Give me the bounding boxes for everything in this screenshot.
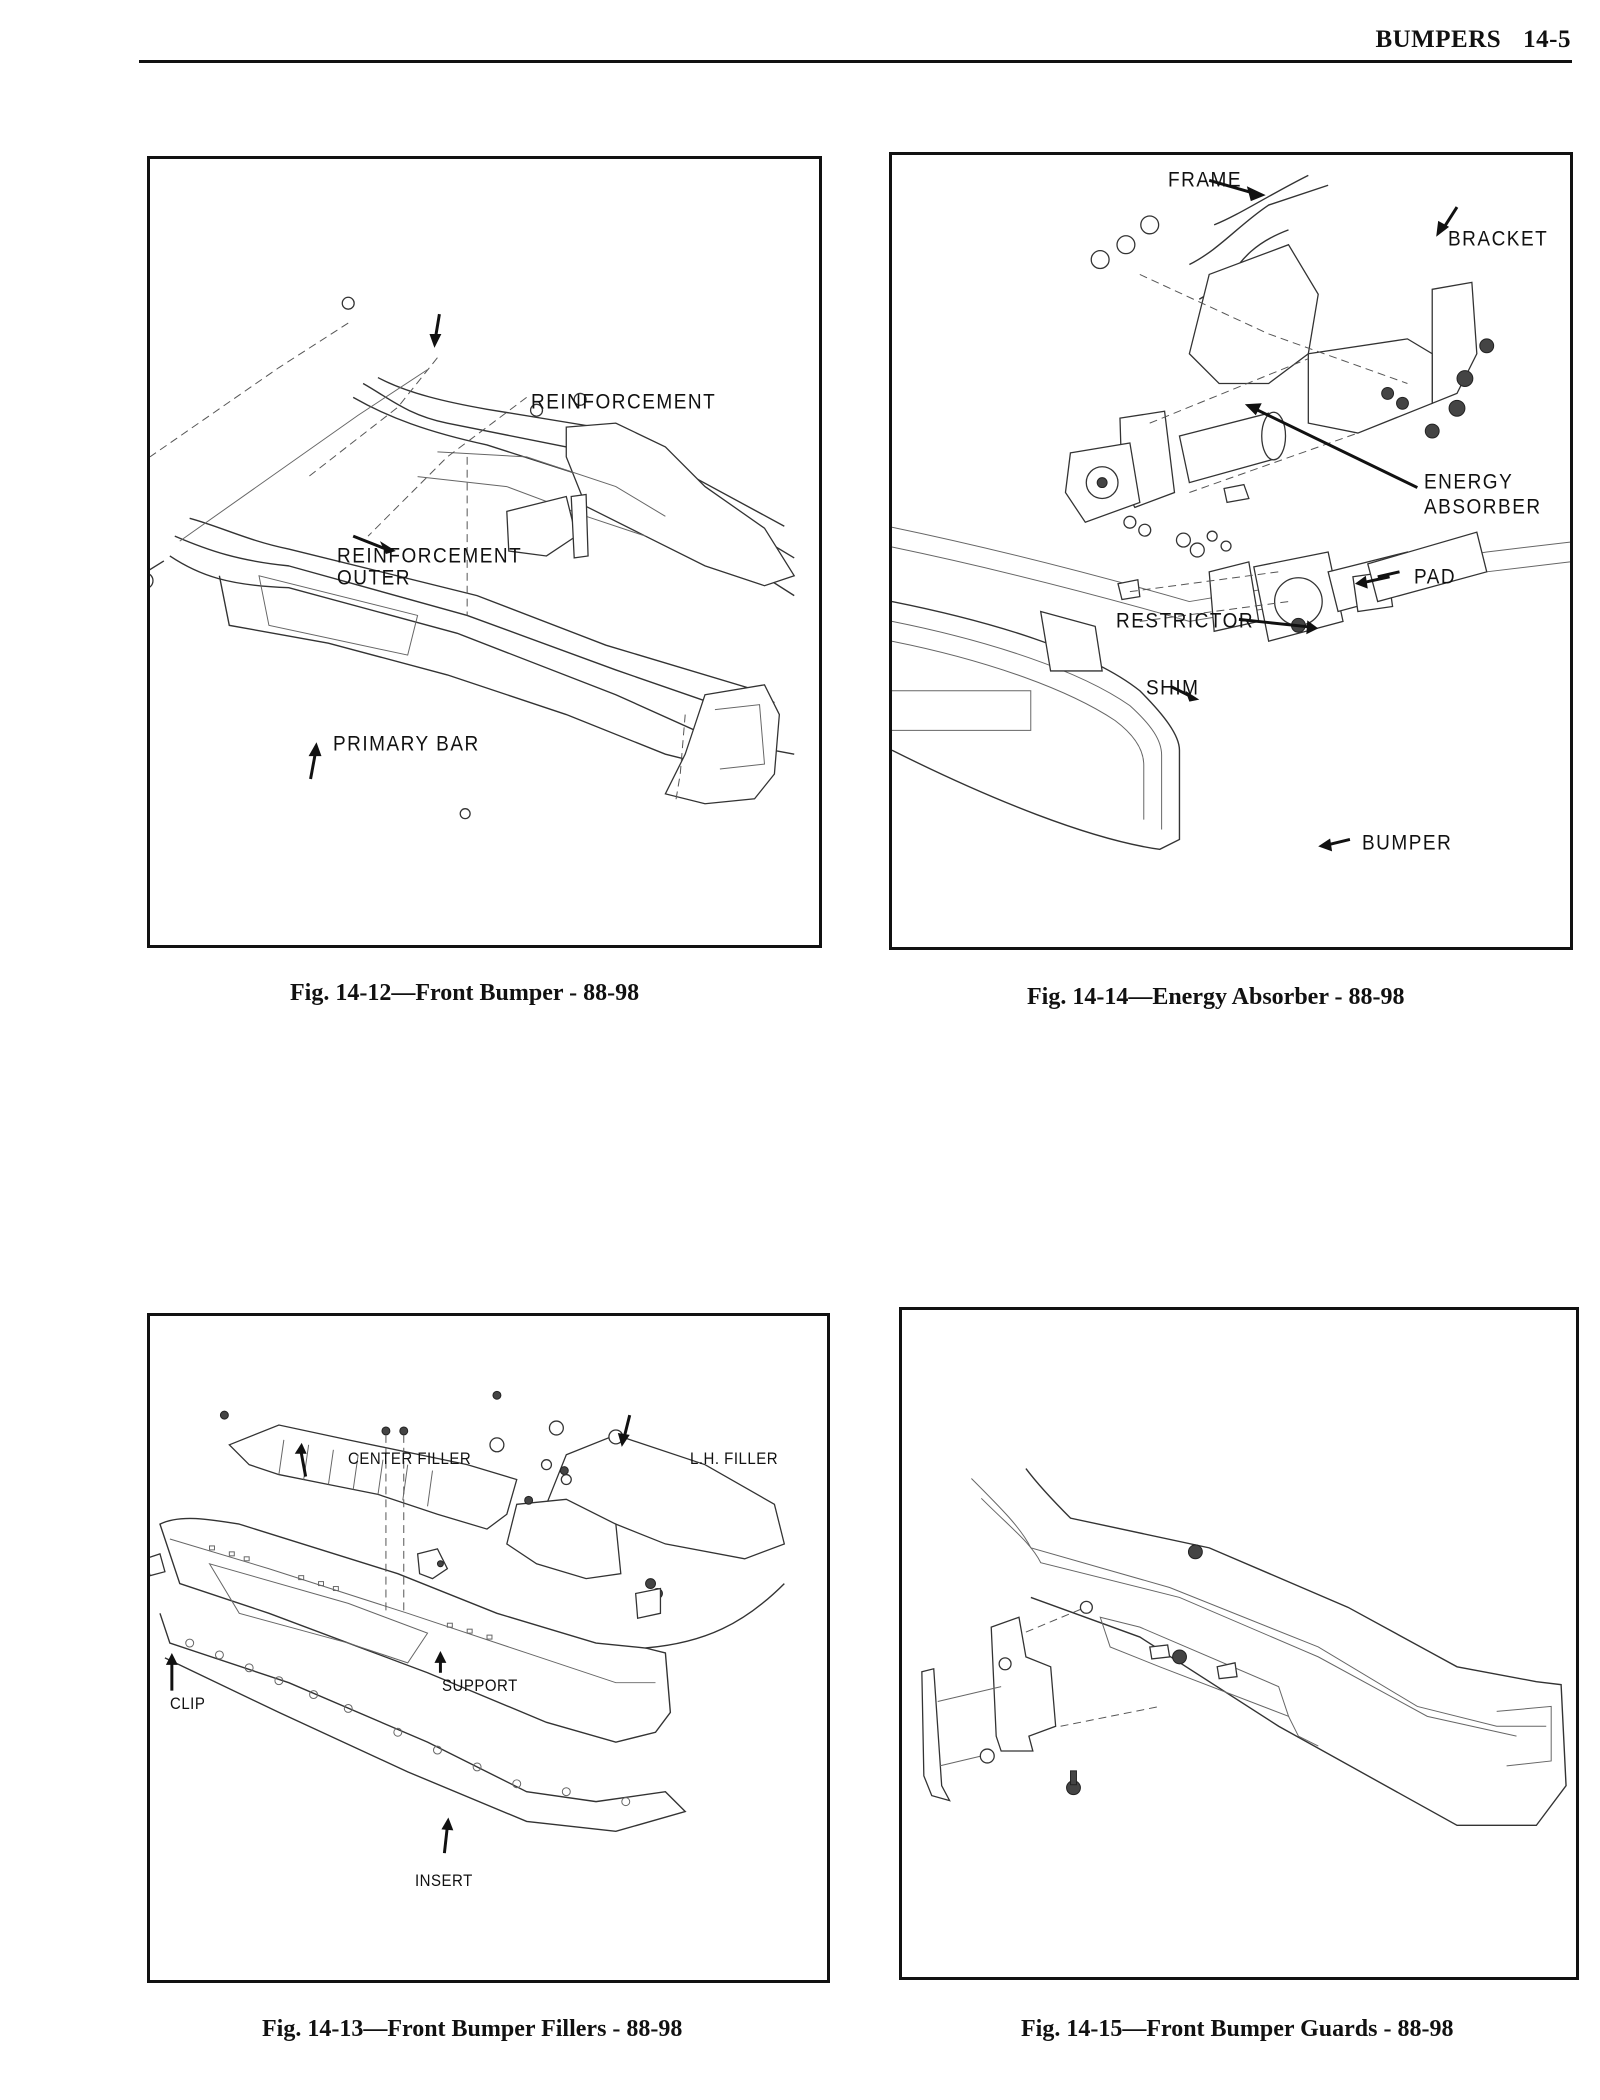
figure-front-bumper-fillers: CENTER FILLER L.H. FILLER SUPPORT CLIP I…: [147, 1313, 830, 1983]
label-primary-bar: PRIMARY BAR: [333, 732, 480, 756]
label-clip: CLIP: [170, 1694, 206, 1714]
page-header: BUMPERS 14-5: [1375, 26, 1571, 54]
label-energy-absorber-line1: ENERGY: [1424, 470, 1514, 494]
label-restrictor: RESTRICTOR: [1116, 609, 1255, 633]
label-reinforcement: REINFORCEMENT: [531, 390, 717, 414]
caption-fig-14-12: Fig. 14-12—Front Bumper - 88-98: [290, 980, 640, 1006]
front-bumper-fillers-illustration: [150, 1390, 786, 1854]
label-bumper: BUMPER: [1362, 831, 1453, 855]
label-bracket: BRACKET: [1448, 227, 1549, 251]
caption-fig-14-15: Fig. 14-15—Front Bumper Guards - 88-98: [1021, 2016, 1454, 2042]
label-lh-filler: L.H. FILLER: [690, 1449, 779, 1469]
label-insert: INSERT: [415, 1871, 473, 1891]
label-shim: SHIM: [1146, 676, 1200, 700]
label-support: SUPPORT: [442, 1676, 518, 1696]
energy-absorber-illustration: [892, 174, 1570, 852]
page-number: 14-5: [1523, 26, 1571, 53]
caption-fig-14-14: Fig. 14-14—Energy Absorber - 88-98: [1027, 984, 1405, 1010]
section-title: BUMPERS: [1375, 26, 1502, 53]
header-rule: [139, 60, 1572, 63]
label-center-filler: CENTER FILLER: [348, 1449, 472, 1469]
front-bumper-guards-illustration: [921, 1468, 1567, 1827]
caption-fig-14-13: Fig. 14-13—Front Bumper Fillers - 88-98: [262, 2016, 683, 2042]
label-pad: PAD: [1414, 565, 1457, 589]
label-reinforcement-outer-line1: REINFORCEMENT: [337, 544, 523, 568]
label-energy-absorber-line2: ABSORBER: [1424, 495, 1542, 519]
front-bumper-illustration: [150, 296, 796, 820]
label-reinforcement-outer-line2: OUTER: [337, 566, 411, 590]
figure-energy-absorber: FRAME BRACKET ENERGY ABSORBER PAD RESTRI…: [889, 152, 1573, 950]
label-frame: FRAME: [1168, 168, 1242, 192]
figure-front-bumper: REINFORCEMENT REINFORCEMENT OUTER PRIMAR…: [147, 156, 822, 948]
figure-front-bumper-guards: [899, 1307, 1579, 1980]
